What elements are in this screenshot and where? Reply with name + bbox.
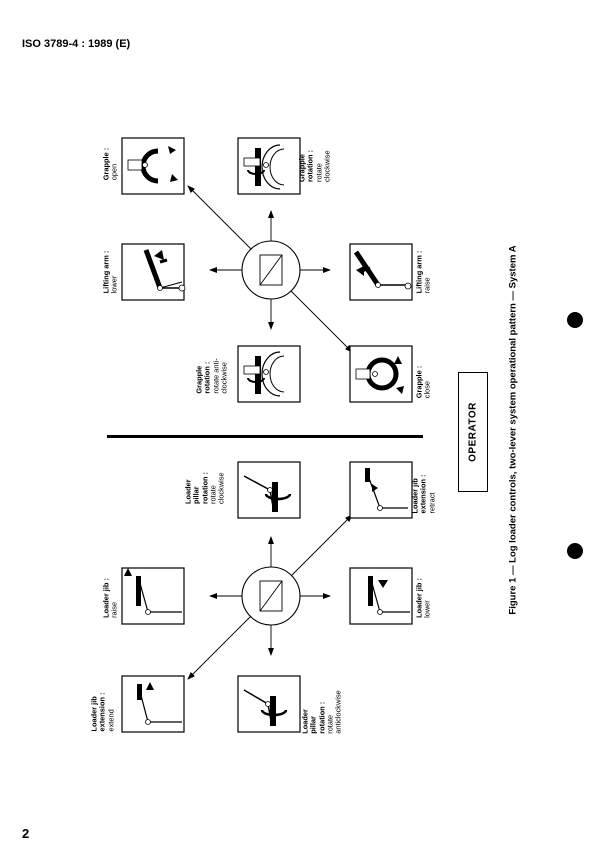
upper-control-diagram [187,185,353,353]
diagonal-lower-left [187,615,252,680]
lever-knob-icon [259,580,283,612]
jib-extension-extend-icon [121,675,185,733]
diagonal-upper-right [290,514,353,577]
lower-control-diagram [187,514,353,680]
lever-knob-icon [259,254,283,286]
lifting-arm-raise-icon [349,243,413,301]
lifting-arm-lower-icon [121,243,186,301]
grapple-rotate-clockwise-icon [237,137,301,195]
diagonal-upper-left [187,185,252,250]
pillar-rotate-clockwise-icon [237,461,301,519]
jib-raise-icon [121,567,185,625]
page-number: 2 [22,826,30,841]
punch-hole-icon [567,312,583,328]
pillar-rotate-anticlockwise-icon [237,675,301,733]
grapple-close-icon [349,345,413,403]
jib-extension-retract-icon [349,461,413,519]
document-header: ISO 3789-4 : 1989 (E) [22,38,131,50]
punch-hole-icon [567,543,583,559]
panel-divider [107,435,423,438]
grapple-rotate-anticlockwise-icon [237,345,301,403]
operator-box: OPERATOR [458,372,488,492]
grapple-open-icon [121,137,185,195]
jib-lower-icon [349,567,413,625]
diagonal-lower-right [290,290,353,353]
